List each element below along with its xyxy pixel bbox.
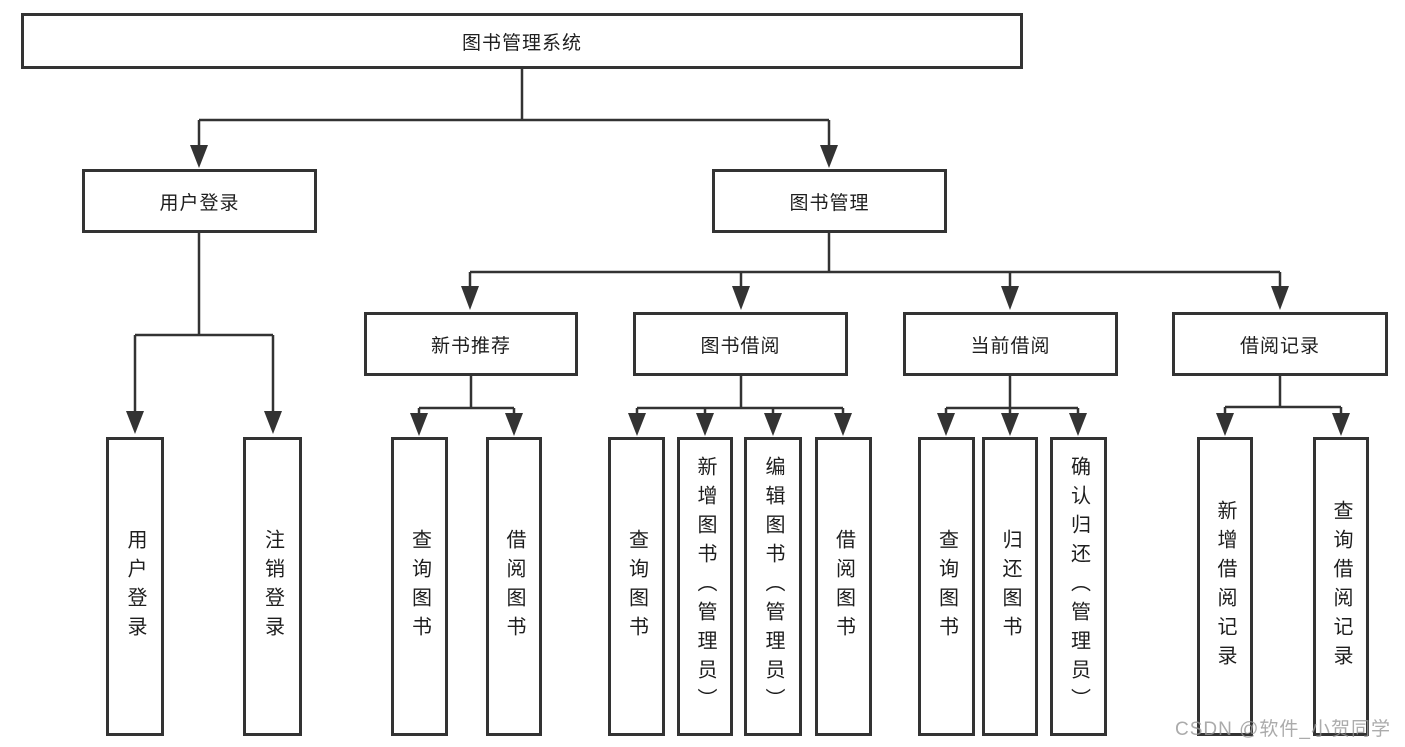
leaf-logout-label: 注销登录 [261,528,284,645]
leaf-br-query-record: 查询借阅记录 [1313,437,1369,736]
leaf-bb-edit-books-admin: 编辑图书（管理员） [744,437,802,736]
leaf-br-add-record-label: 新增借阅记录 [1214,499,1236,674]
leaf-bb-add-books-admin: 新增图书（管理员） [677,437,733,736]
leaf-logout: 注销登录 [243,437,302,736]
leaf-bb-query-books: 查询图书 [608,437,665,736]
leaf-rec-query-books: 查询图书 [391,437,448,736]
node-borrow-records: 借阅记录 [1172,312,1388,376]
node-book-borrow: 图书借阅 [633,312,848,376]
leaf-rec-borrow-books: 借阅图书 [486,437,542,736]
node-library-system: 图书管理系统 [21,13,1023,69]
leaf-bb-borrow-books: 借阅图书 [815,437,872,736]
leaf-cb-confirm-return-admin: 确认归还（管理员） [1050,437,1107,736]
leaf-cb-return-books-label: 归还图书 [999,528,1021,645]
node-new-book-recommend: 新书推荐 [364,312,578,376]
node-book-management: 图书管理 [712,169,947,233]
leaf-cb-confirm-return-admin-label: 确认归还（管理员） [1067,456,1090,717]
leaf-br-query-record-label: 查询借阅记录 [1330,499,1352,674]
node-user-login: 用户登录 [82,169,317,233]
leaf-bb-query-books-label: 查询图书 [625,528,648,645]
leaf-cb-query-books: 查询图书 [918,437,975,736]
leaf-rec-query-books-label: 查询图书 [408,528,431,645]
csdn-watermark: CSDN @软件_小贺同学 [1175,719,1391,740]
leaf-bb-borrow-books-label: 借阅图书 [832,528,855,645]
leaf-bb-add-books-admin-label: 新增图书（管理员） [694,456,716,717]
leaf-bb-edit-books-admin-label: 编辑图书（管理员） [762,456,784,717]
leaf-br-add-record: 新增借阅记录 [1197,437,1253,736]
leaf-rec-borrow-books-label: 借阅图书 [503,528,525,645]
node-current-borrow: 当前借阅 [903,312,1118,376]
leaf-cb-query-books-label: 查询图书 [935,528,958,645]
leaf-cb-return-books: 归还图书 [982,437,1038,736]
leaf-user-login: 用户登录 [106,437,164,736]
leaf-user-login-label: 用户登录 [124,528,146,645]
